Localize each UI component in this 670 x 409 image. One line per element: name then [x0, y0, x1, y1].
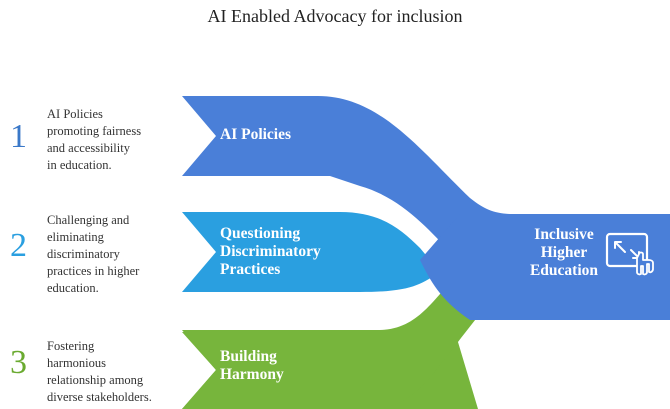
band-questioning-practices: [182, 212, 440, 292]
step-description-3: Fostering harmonious relationship among …: [47, 339, 152, 404]
band-label-questioning: Questioning Discriminatory Practices: [220, 225, 321, 278]
step-number-1: 1: [10, 118, 27, 155]
target-block: [420, 214, 666, 320]
band-label-building-harmony: Building Harmony: [220, 348, 284, 383]
step-number-3: 3: [10, 344, 27, 381]
target-label: Inclusive Higher Education: [529, 226, 599, 279]
step-number-2: 2: [10, 227, 27, 264]
diagram-title: AI Enabled Advocacy for inclusion: [207, 6, 463, 26]
expand-pointer-icon: [605, 232, 654, 276]
step-description-1: AI Policies promoting fairness and acces…: [47, 107, 142, 172]
band-building-harmony-main: [182, 272, 520, 409]
band-label-ai-policies: AI Policies: [220, 126, 292, 143]
step-description-2: Challenging and eliminating discriminato…: [47, 213, 140, 295]
